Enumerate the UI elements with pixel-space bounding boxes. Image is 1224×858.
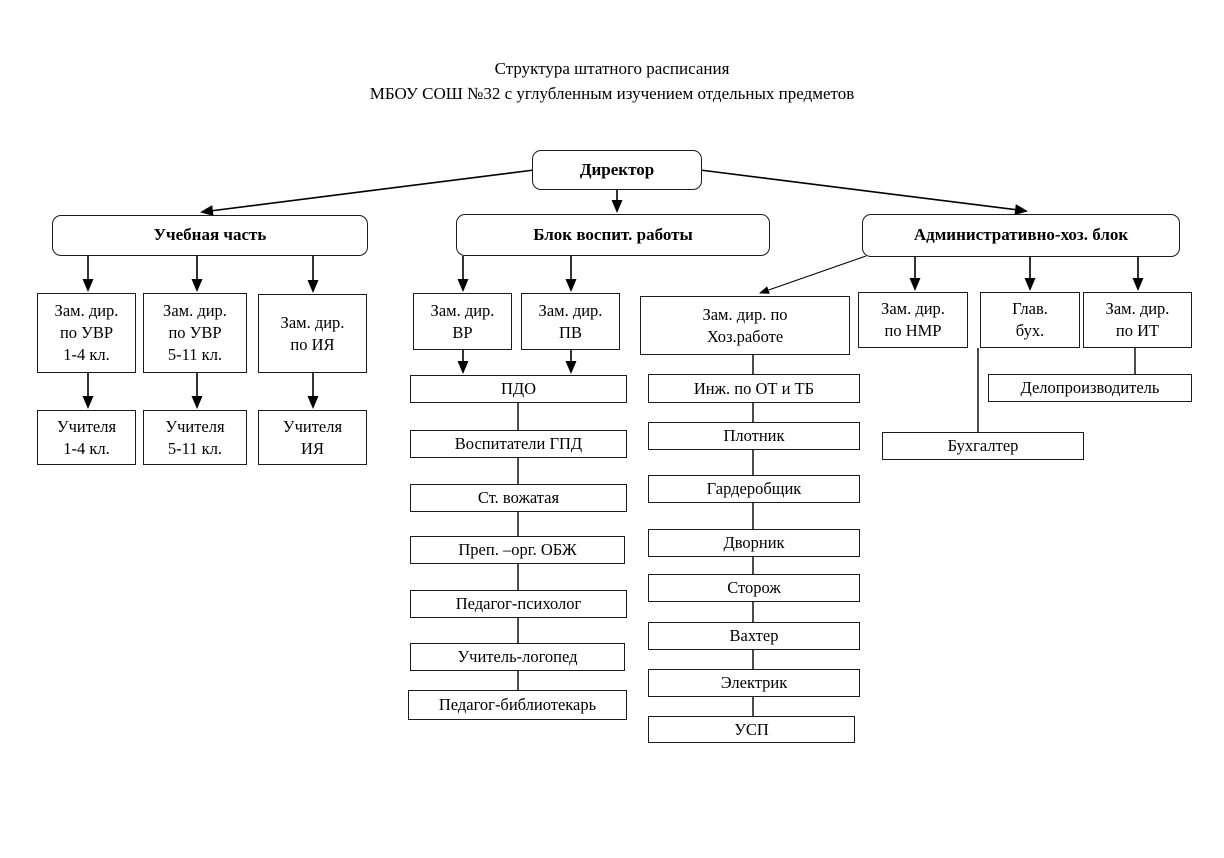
node-zam-dir-uvr-5-11: Зам. дир. по УВР 5-11 кл. (143, 293, 247, 373)
node-uchebnaya-chast: Учебная часть (52, 215, 368, 256)
node-vospit-block: Блок воспит. работы (456, 214, 770, 256)
node-teachers-iya: Учителя ИЯ (258, 410, 367, 465)
node-elektrik: Электрик (648, 669, 860, 697)
node-plotnik: Плотник (648, 422, 860, 450)
node-buhgalter: Бухгалтер (882, 432, 1084, 460)
node-uchitel-logoped: Учитель-логопед (410, 643, 625, 671)
node-vospitateli-gpd: Воспитатели ГПД (410, 430, 627, 458)
node-zam-dir-vr: Зам. дир. ВР (413, 293, 512, 350)
node-pedagog-bibliotekar: Педагог-библиотекарь (408, 690, 627, 720)
node-teachers-5-11: Учителя 5-11 кл. (143, 410, 247, 465)
node-admin-hoz-block: Административно-хоз. блок (862, 214, 1180, 257)
node-pedagog-psiholog: Педагог-психолог (410, 590, 627, 618)
node-deloproizvoditel: Делопроизводитель (988, 374, 1192, 402)
node-inzh-ot-tb: Инж. по ОТ и ТБ (648, 374, 860, 403)
node-st-vozhataya: Ст. вожатая (410, 484, 627, 512)
page-title: Структура штатного расписания МБОУ СОШ №… (369, 59, 855, 103)
node-zam-dir-hoz-rabote: Зам. дир. по Хоз.работе (640, 296, 850, 355)
node-dvornik: Дворник (648, 529, 860, 557)
edge-director-admin (699, 169, 1028, 216)
node-zam-dir-it: Зам. дир. по ИТ (1083, 292, 1192, 348)
edge-director-uchebnaya (200, 169, 535, 217)
node-zam-dir-pv: Зам. дир. ПВ (521, 293, 620, 350)
node-glav-buh: Глав. бух. (980, 292, 1080, 348)
node-garderobshchik: Гардеробщик (648, 475, 860, 503)
node-zam-dir-iya: Зам. дир. по ИЯ (258, 294, 367, 373)
edge-admin-hoz (759, 255, 867, 294)
node-usp: УСП (648, 716, 855, 743)
node-zam-dir-uvr-1-4: Зам. дир. по УВР 1-4 кл. (37, 293, 136, 373)
node-prep-org-obzh: Преп. –орг. ОБЖ (410, 536, 625, 564)
node-teachers-1-4: Учителя 1-4 кл. (37, 410, 136, 465)
node-vahter: Вахтер (648, 622, 860, 650)
node-zam-dir-nmr: Зам. дир. по НМР (858, 292, 968, 348)
node-storozh: Сторож (648, 574, 860, 602)
node-director: Директор (532, 150, 702, 190)
node-pdo: ПДО (410, 375, 627, 403)
